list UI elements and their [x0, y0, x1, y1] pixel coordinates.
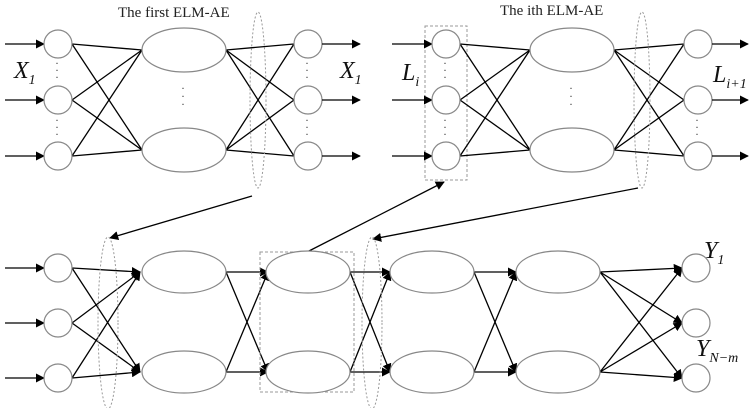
input-node [431, 29, 461, 59]
svg-text:·: · [695, 120, 699, 134]
output-node [293, 141, 323, 171]
svg-text:·: · [569, 97, 573, 111]
hidden-layer-blob [141, 250, 227, 294]
svg-text:·: · [443, 120, 447, 134]
svg-text:·: · [55, 70, 59, 84]
svg-text:·: · [181, 89, 185, 103]
output-node [683, 141, 713, 171]
ith-elm-ae-network: ··· ··· ··· ··· [392, 11, 749, 189]
ith-weights-ellipse [361, 236, 383, 408]
y-bottom-label: YN−m [696, 336, 738, 366]
svg-text:·: · [55, 56, 59, 70]
input-node [43, 308, 73, 338]
hidden-output-edges [225, 43, 295, 157]
hidden-output-edges [599, 263, 683, 382]
hidden-layer-blob [141, 127, 227, 173]
l-output-label: Li+1 [712, 62, 747, 92]
svg-text:·: · [305, 56, 309, 70]
svg-text:·: · [443, 56, 447, 70]
output-weights-ellipse [633, 11, 651, 189]
output-node [683, 29, 713, 59]
hidden-layer-blob [529, 127, 615, 173]
output-node [683, 85, 713, 115]
hidden-layer-blob [141, 27, 227, 73]
first-elm-ae-caption: The first ELM-AE [118, 5, 230, 21]
svg-text:·: · [55, 120, 59, 134]
hidden-layer-blob [515, 250, 601, 294]
hidden-layer-blob [389, 350, 475, 394]
output-node [293, 29, 323, 59]
svg-text:·: · [55, 113, 59, 127]
output-node [293, 85, 323, 115]
input-node [431, 85, 461, 115]
hidden-layer-blob [265, 250, 351, 294]
svg-text:·: · [443, 127, 447, 141]
input-hidden-edges [71, 43, 143, 157]
input-node [43, 29, 73, 59]
svg-text:·: · [695, 113, 699, 127]
svg-text:·: · [695, 127, 699, 141]
input-hidden-edges [71, 266, 141, 379]
svg-text:·: · [305, 127, 309, 141]
hidden-layer-blob [515, 350, 601, 394]
svg-text:·: · [305, 120, 309, 134]
input-node [431, 141, 461, 171]
svg-text:·: · [569, 89, 573, 103]
hidden3-hidden4-edges [473, 267, 518, 377]
svg-text:·: · [443, 70, 447, 84]
y-top-label: Y1 [704, 238, 724, 268]
output-weights-ellipse [249, 11, 267, 189]
svg-text:·: · [305, 63, 309, 77]
output-node [681, 308, 711, 338]
svg-text:·: · [181, 81, 185, 95]
svg-text:·: · [305, 70, 309, 84]
stacked-network [5, 236, 711, 408]
hidden1-hidden2-edges [225, 267, 270, 377]
input-hidden-edges [459, 43, 531, 157]
hidden-layer-blob [265, 350, 351, 394]
first-weights-ellipse [97, 236, 119, 408]
l-input-label: Li [401, 60, 419, 90]
input-node [43, 253, 73, 283]
output-node [681, 363, 711, 393]
hidden-layer-blob [389, 250, 475, 294]
input-node [43, 363, 73, 393]
first-ae-weights-link [109, 195, 253, 241]
ith-ae-weights-link [372, 187, 639, 242]
first-elm-ae-network: ··· ··· ··· ··· ··· [5, 11, 361, 189]
hidden-layer-blob [141, 350, 227, 394]
hidden-to-ith-input-link [306, 181, 445, 253]
svg-text:·: · [443, 113, 447, 127]
input-node [43, 85, 73, 115]
x-input-label: X1 [13, 58, 36, 88]
svg-text:·: · [55, 127, 59, 141]
svg-text:·: · [181, 97, 185, 111]
svg-text:·: · [55, 63, 59, 77]
hidden-output-edges [613, 43, 685, 157]
svg-text:·: · [305, 113, 309, 127]
output-node [681, 253, 711, 283]
svg-text:·: · [443, 63, 447, 77]
hidden-layer-blob [529, 27, 615, 73]
hidden2-hidden3-edges [349, 267, 392, 377]
svg-text:·: · [569, 81, 573, 95]
x-output-label: X1 [339, 58, 362, 88]
ith-elm-ae-caption: The ith ELM-AE [500, 3, 603, 19]
input-node [43, 141, 73, 171]
